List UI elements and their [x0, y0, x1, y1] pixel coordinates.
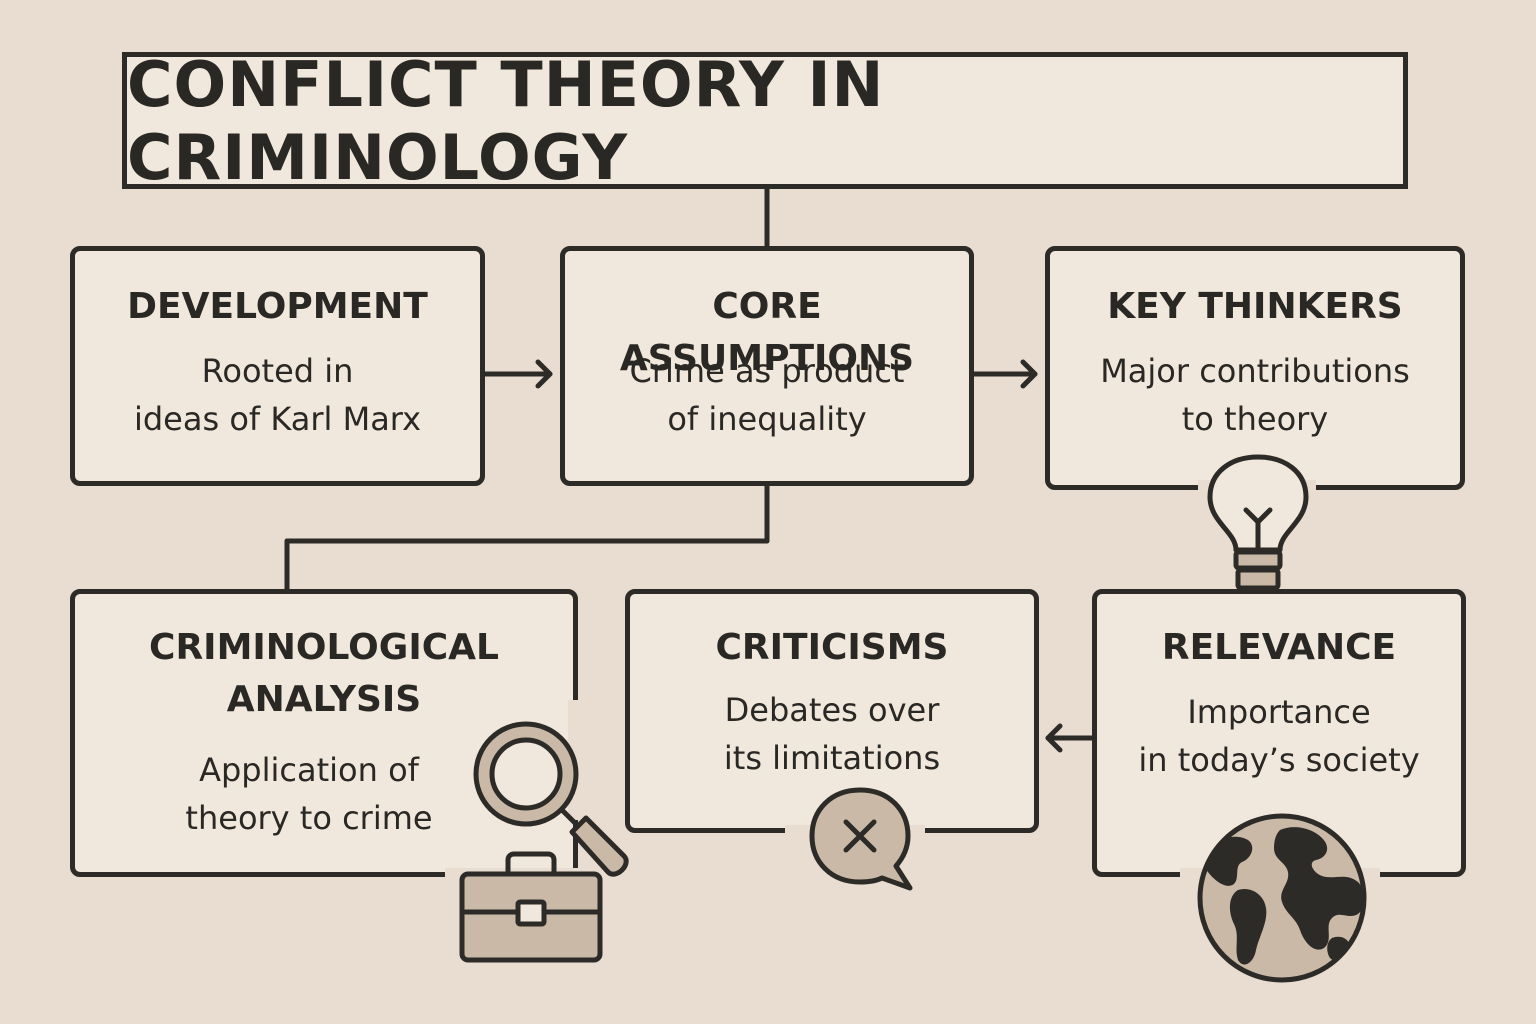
- node-key-thinkers: KEY THINKERS Major contributions to theo…: [1045, 246, 1465, 490]
- node-body-line: Major contributions: [1100, 352, 1410, 390]
- node-body-line: ideas of Karl Marx: [133, 400, 422, 438]
- node-heading: RELEVANCE: [1161, 627, 1397, 668]
- node-body-line: Debates over: [724, 691, 940, 729]
- node-body: Rooted in ideas of Karl Marx: [75, 347, 480, 443]
- node-heading: CRIMINOLOGICAL ANALYSIS: [75, 622, 573, 726]
- node-heading: DEVELOPMENT: [127, 286, 428, 327]
- node-body-line: Crime as product: [629, 352, 905, 390]
- lightbulb-icon: [1207, 454, 1309, 591]
- node-body-line: its limitations: [723, 739, 941, 777]
- node-development: DEVELOPMENT Rooted in ideas of Karl Marx: [70, 246, 485, 486]
- node-body-line: of inequality: [667, 400, 867, 438]
- globe-icon: [1197, 813, 1367, 983]
- node-body-line: Importance: [1187, 693, 1371, 731]
- node-body: Application of theory to crime: [45, 746, 573, 842]
- magnifying-glass-icon: [473, 721, 629, 877]
- node-body: Major contributions to theory: [1050, 347, 1460, 443]
- node-body: Crime as product of inequality: [565, 347, 969, 443]
- diagram-title: CONFLICT THEORY IN CRIMINOLOGY: [127, 47, 885, 194]
- node-heading: CRITICISMS: [715, 627, 949, 668]
- node-heading-line: ANALYSIS: [226, 679, 422, 720]
- arrow-relevance-to-criticisms: [1045, 723, 1095, 753]
- node-body-line: theory to crime: [185, 799, 433, 837]
- arrow-development-to-core: [482, 359, 553, 389]
- node-criminological-analysis: CRIMINOLOGICAL ANALYSIS Application of t…: [70, 589, 578, 877]
- title-box: CONFLICT THEORY IN CRIMINOLOGY: [122, 48, 1408, 194]
- speech-bubble-x-icon: [809, 787, 913, 891]
- node-core-assumptions: CORE ASSUMPTIONS Crime as product of ine…: [560, 246, 974, 486]
- node-body-line: Rooted in: [201, 352, 354, 390]
- node-body-line: Application of: [199, 751, 419, 789]
- node-heading: KEY THINKERS: [1107, 286, 1403, 327]
- node-heading: CORE ASSUMPTIONS: [619, 286, 915, 379]
- node-body-line: in today’s society: [1138, 741, 1420, 779]
- node-body: Importance in today’s society: [1087, 688, 1471, 784]
- node-body: Debates over its limitations: [630, 686, 1034, 782]
- node-heading-line: CRIMINOLOGICAL: [149, 627, 499, 668]
- briefcase-icon: [459, 851, 603, 963]
- node-body-line: to theory: [1181, 400, 1329, 438]
- arrow-core-to-thinkers: [971, 359, 1038, 389]
